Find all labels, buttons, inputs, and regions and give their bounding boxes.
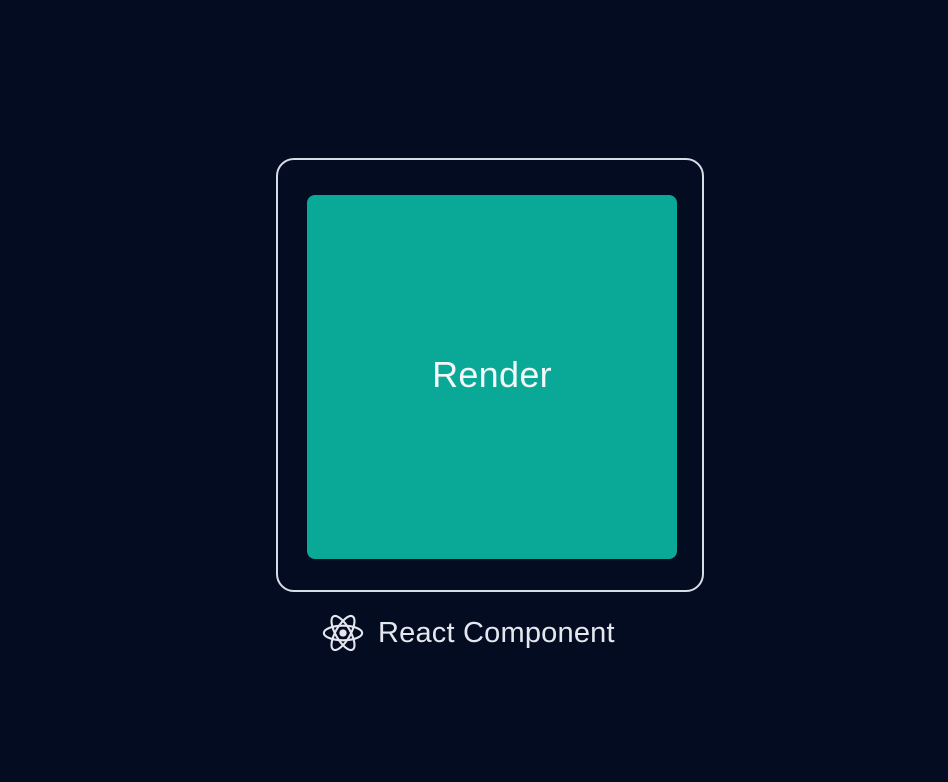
render-label: Render <box>432 354 552 395</box>
react-component-frame: Render <box>276 158 704 592</box>
render-box: Render <box>307 195 677 559</box>
caption-label: React Component <box>378 616 615 649</box>
component-caption: React Component <box>320 609 615 657</box>
react-atom-icon <box>322 614 364 652</box>
